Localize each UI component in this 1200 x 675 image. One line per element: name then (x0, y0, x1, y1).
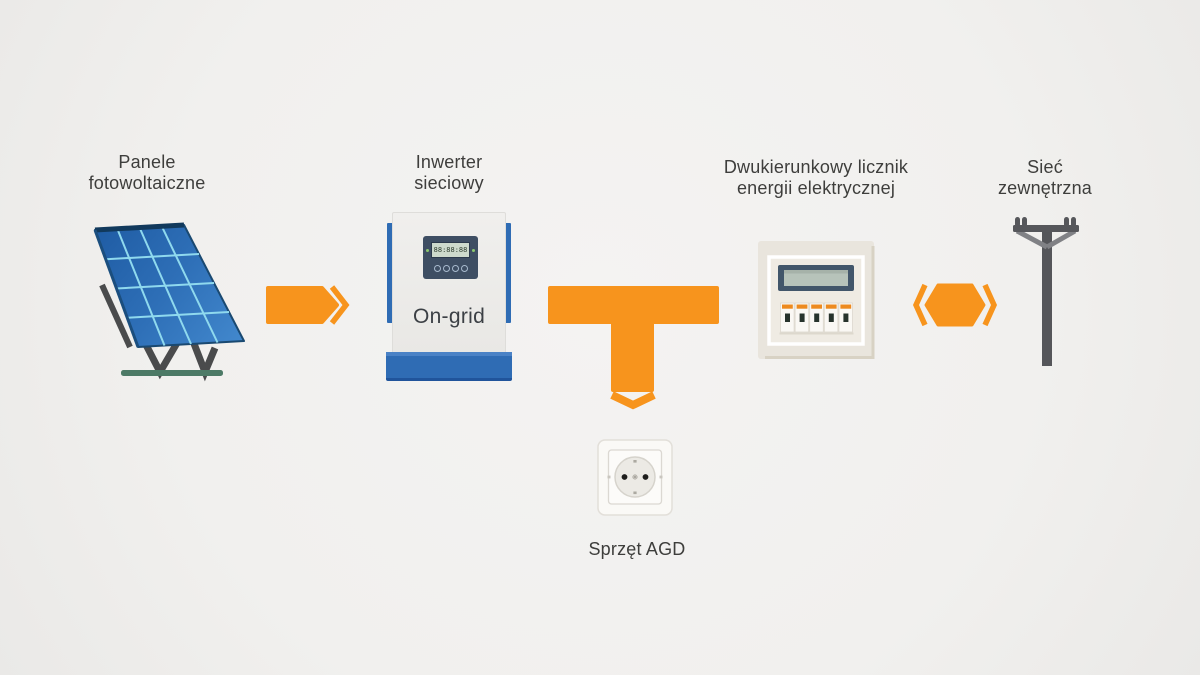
t-junction-arrow-icon (548, 286, 719, 410)
label-line: zewnętrzna (997, 178, 1093, 198)
pole-crossarm (1013, 217, 1079, 232)
pole-braces (1015, 228, 1077, 250)
arrow-right-icon (266, 285, 350, 325)
panel-stand (99, 283, 223, 382)
utility-pole-illustration (1013, 217, 1079, 366)
inverter-display: 88:88:88 (423, 236, 478, 279)
led-indicator (472, 249, 475, 252)
meter-illustration (758, 241, 875, 359)
meter-label: Dwukierunkowy licznik energii elektryczn… (691, 157, 941, 199)
meter-display (778, 265, 854, 291)
inverter-side-bar (502, 223, 511, 323)
label-line: Panele (118, 152, 176, 172)
panel-glass (93, 222, 245, 348)
inverter-lcd-screen: 88:88:88 (431, 242, 470, 258)
meter-breakers (779, 302, 854, 335)
pole-mast (1042, 228, 1052, 366)
label-line: Sprzęt AGD (588, 539, 686, 559)
panels-label: Panele fotowoltaiczne (32, 152, 262, 194)
inverter-label: Inwerter sieciowy (354, 152, 544, 194)
appliances-label: Sprzęt AGD (552, 539, 722, 560)
socket-hole (621, 474, 628, 480)
inverter-device-label: On-grid (412, 305, 486, 328)
inverter-body: 88:88:88 On-grid (392, 212, 506, 353)
inverter-buttons (423, 265, 478, 272)
solar-panel-illustration (93, 222, 245, 382)
label-line: Sieć (1027, 157, 1063, 177)
led-indicator (426, 249, 429, 252)
label-line: energii elektrycznej (736, 178, 896, 198)
label-line: fotowoltaiczne (88, 173, 206, 193)
socket-hole (642, 474, 649, 480)
inverter-bottom-band (386, 352, 512, 381)
inverter-side-bar (387, 223, 396, 323)
label-line: sieciowy (414, 173, 484, 193)
grid-label: Sieć zewnętrzna (960, 157, 1130, 199)
label-line: Inwerter (415, 152, 483, 172)
label-line: Dwukierunkowy licznik (723, 157, 909, 177)
bidirectional-arrow-icon (912, 283, 998, 327)
socket-illustration (597, 439, 673, 516)
inverter-illustration: 88:88:88 On-grid (386, 212, 512, 381)
